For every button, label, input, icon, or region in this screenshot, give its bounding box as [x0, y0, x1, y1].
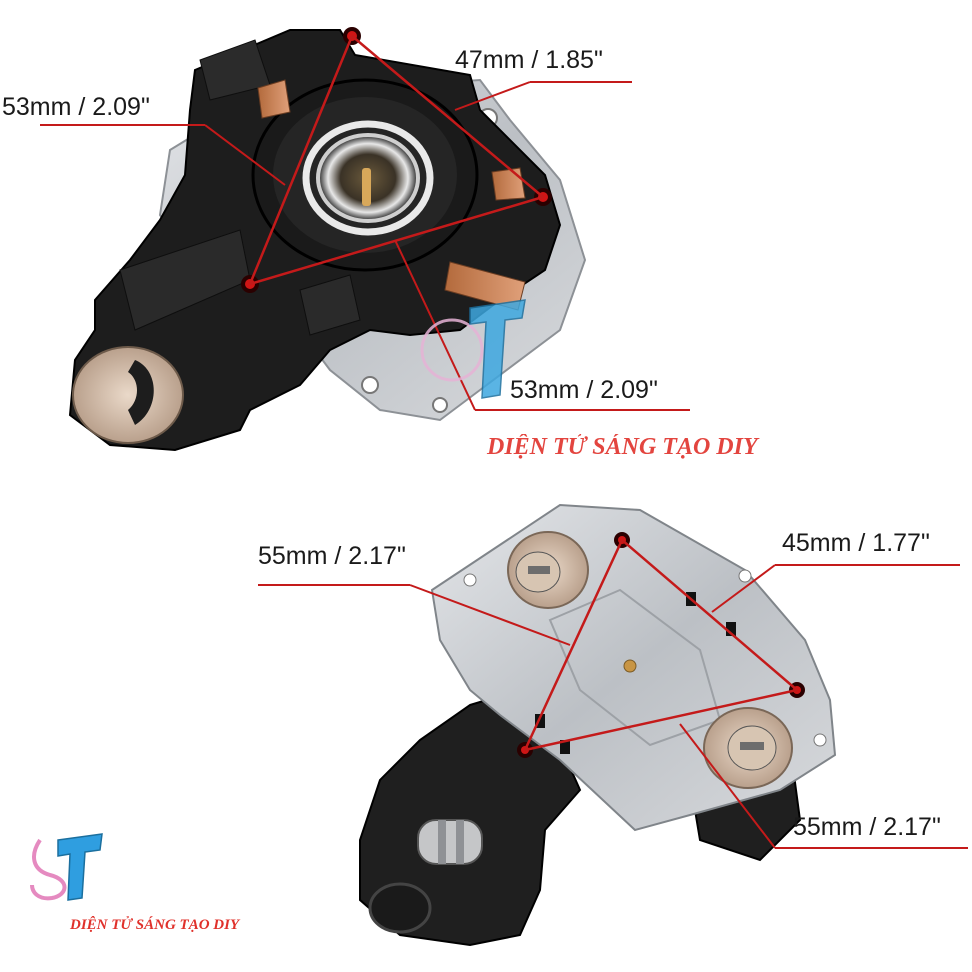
bottom-measure-lines: [523, 539, 798, 752]
terminal-2: [491, 167, 526, 201]
spring-cylinder: [417, 819, 483, 865]
top-measure-lines: [248, 35, 544, 286]
brand-watermark: DIỆN TỬ SÁNG TẠO DIY: [487, 434, 758, 460]
st-logo: [30, 833, 103, 901]
bottom-right-label: 45mm / 1.77": [782, 529, 930, 557]
bottom-bottom-right-label: 55mm / 2.17": [793, 813, 941, 841]
top-bimetal-disc: [72, 346, 184, 444]
bottom-left-label: 55mm / 2.17": [258, 542, 406, 570]
bottom-leader-lines: [258, 564, 968, 849]
terminal-1: [257, 79, 291, 119]
top-bottom-label: 53mm / 2.09": [510, 376, 658, 404]
brand-footer: DIỆN TỬ SÁNG TẠO DIY: [70, 917, 240, 933]
bottom-thermostat: [258, 503, 968, 947]
st-logo-watermark: [420, 299, 526, 399]
top-left-label: 53mm / 2.09": [2, 93, 150, 121]
top-width-label: 47mm / 1.85": [455, 46, 603, 74]
center-pin: [362, 168, 371, 206]
